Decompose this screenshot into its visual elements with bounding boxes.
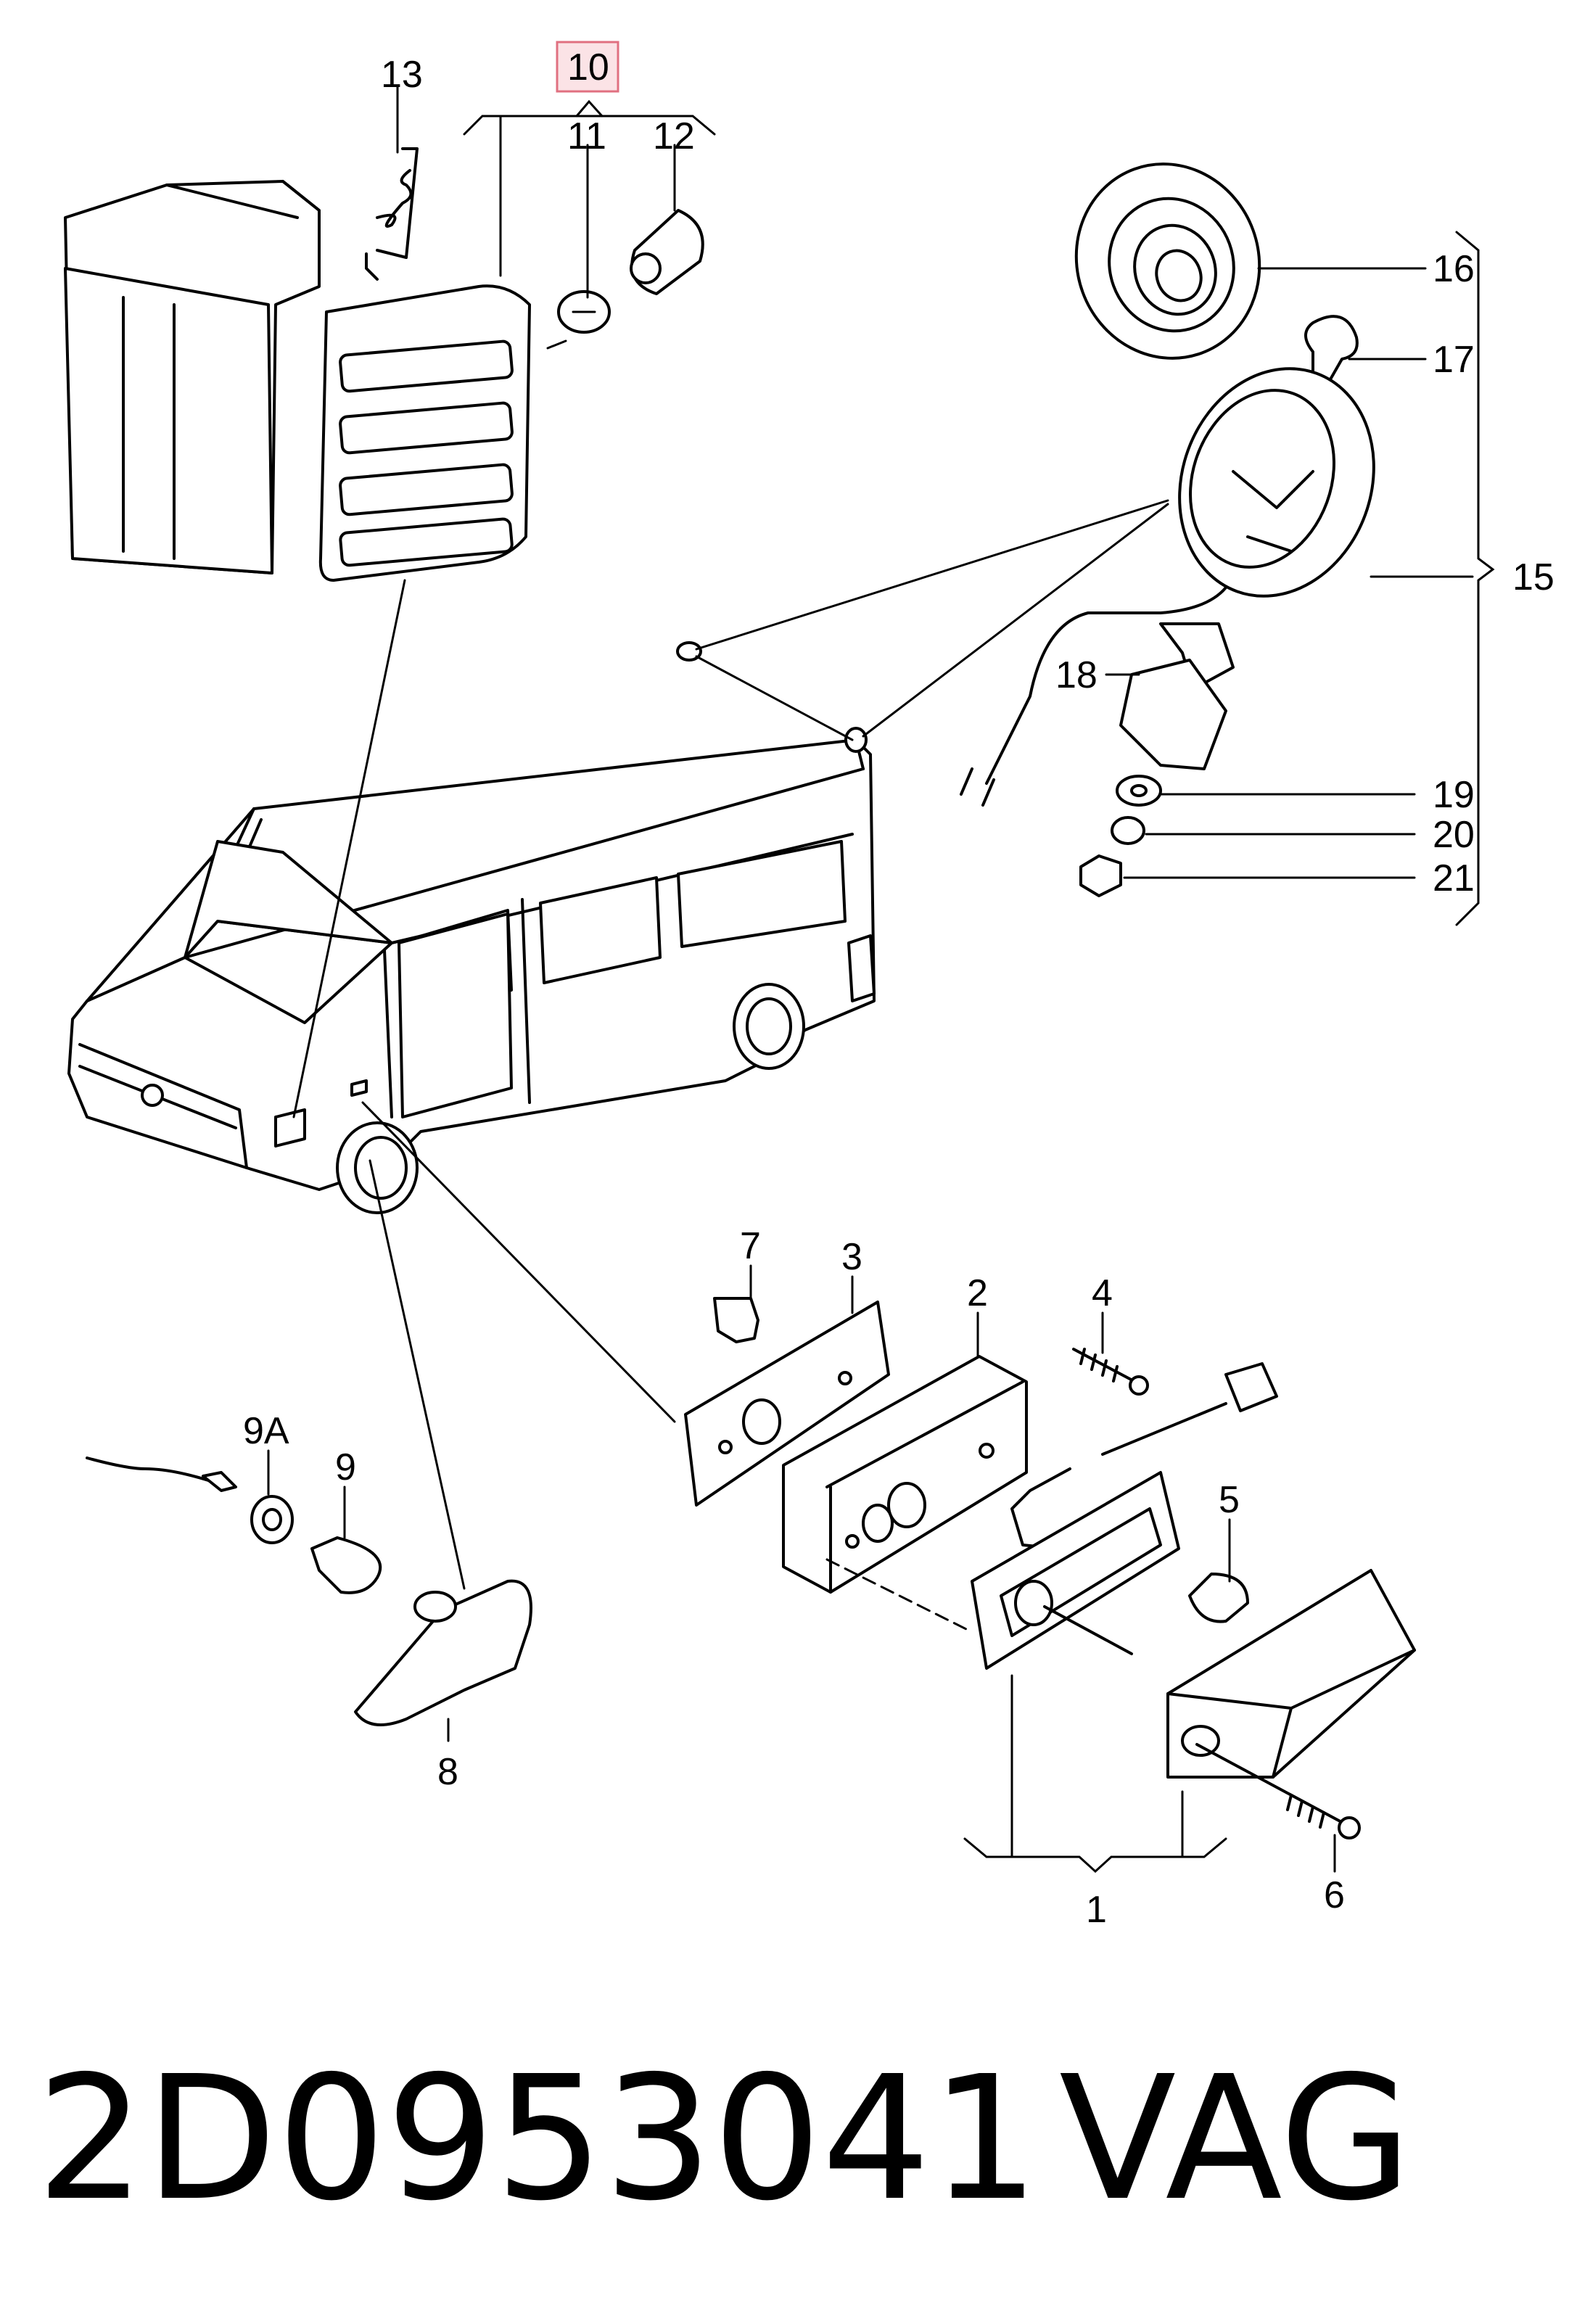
callout-5: 5	[1219, 1479, 1240, 1521]
van-illustration	[67, 641, 876, 1214]
callout-13: 13	[381, 54, 423, 96]
callout-17: 17	[1433, 339, 1475, 381]
callout-21: 21	[1433, 857, 1475, 899]
clip-7	[713, 1297, 759, 1343]
callout-9a: 9A	[243, 1410, 289, 1452]
turn-signal-lens	[318, 284, 531, 582]
bulb-17	[1304, 315, 1359, 386]
callout-7: 7	[740, 1225, 761, 1267]
screw-6	[1195, 1743, 1361, 1839]
indicator-8	[354, 1579, 532, 1726]
callout-16: 16	[1433, 248, 1475, 290]
callout-12: 12	[653, 115, 695, 157]
wire-9a	[86, 1456, 237, 1492]
callout-11: 11	[567, 115, 606, 157]
bulb-11	[546, 290, 611, 350]
callout-19: 19	[1433, 774, 1475, 816]
spring-clip	[365, 147, 419, 281]
callout-10-highlight	[556, 41, 619, 93]
brand-name: VAG	[1059, 2039, 1412, 2238]
callout-18: 18	[1055, 654, 1098, 696]
callout-3: 3	[841, 1236, 862, 1278]
callout-6: 6	[1324, 1874, 1345, 1916]
bulb-5	[1188, 1573, 1249, 1623]
lamp-housing-15	[960, 367, 1375, 807]
lamp-lens	[1166, 1569, 1416, 1779]
callout-2: 2	[967, 1272, 988, 1314]
headlight-assembly	[64, 180, 321, 574]
callout-4: 4	[1092, 1272, 1113, 1314]
bulb-socket-12	[630, 209, 704, 295]
gasket-18	[1119, 622, 1235, 770]
callout-15: 15	[1512, 556, 1554, 598]
washer-19	[1116, 775, 1162, 807]
lens-base-1	[971, 1471, 1180, 1670]
lamp-cover-16	[1074, 162, 1261, 360]
callout-20: 20	[1433, 814, 1475, 856]
socket-9a	[250, 1495, 294, 1544]
callout-8: 8	[437, 1751, 458, 1793]
part-number: 2D0953041	[36, 2039, 1039, 2238]
callout-9: 9	[335, 1446, 356, 1488]
gasket-3	[684, 1301, 890, 1507]
lock-washer-20	[1111, 816, 1145, 845]
bulb-9	[310, 1536, 382, 1594]
nut-21	[1079, 854, 1122, 897]
housing-2	[782, 1355, 1028, 1594]
screw-4	[1072, 1348, 1149, 1396]
callout-1: 1	[1086, 1889, 1107, 1931]
callout-10: 10	[567, 46, 609, 88]
